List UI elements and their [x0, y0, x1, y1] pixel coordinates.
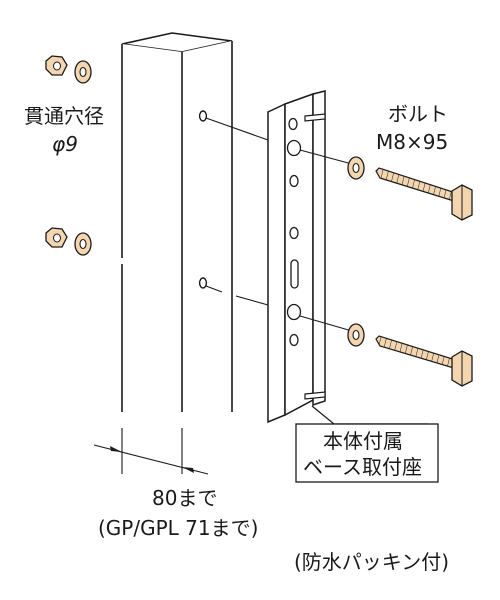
dimension-value: 80まで	[152, 486, 218, 510]
bracket-label-box	[295, 423, 439, 483]
dim-arrow-right	[182, 467, 194, 473]
bracket-label-line1: 本体付属	[323, 429, 403, 453]
bolt-axis-upper	[299, 149, 353, 165]
hole-diameter-value: φ9	[52, 132, 78, 156]
post-front-face	[122, 44, 182, 412]
post-side-face	[182, 41, 232, 412]
bolt-upper	[347, 156, 473, 221]
packing-note: (防水パッキン付)	[294, 550, 450, 574]
through-hole-lower	[198, 277, 208, 289]
bolt-spec: M8×95	[376, 130, 449, 154]
nut-washer-upper	[45, 55, 92, 84]
dim-arrow-left	[110, 446, 122, 452]
guide-line-lower-1	[205, 285, 223, 293]
bolt-title: ボルト	[388, 102, 448, 126]
base-bracket	[267, 90, 326, 424]
guide-line-upper	[205, 117, 269, 141]
hole-diameter-title: 貫通穴径	[24, 104, 104, 128]
nut-washer-lower	[45, 227, 92, 256]
dimension-note: (GP/GPL 71まで)	[98, 516, 259, 540]
through-hole-upper	[198, 110, 208, 122]
bracket-hole-1	[288, 117, 298, 131]
bracket-slot	[290, 259, 299, 289]
bolt-threads	[375, 335, 460, 370]
bracket-hole-4	[289, 226, 299, 240]
bracket-leader-line	[311, 405, 428, 425]
hex-bolt-icon	[451, 184, 473, 221]
hex-bolt-icon	[451, 350, 473, 387]
bolt-lower	[347, 323, 473, 387]
bolt-threads	[375, 167, 460, 203]
width-dimension	[93, 428, 209, 475]
square-post	[121, 32, 233, 412]
bolt-axis-lower	[299, 315, 353, 332]
guide-line-lower-2	[235, 295, 269, 306]
bracket-hole-3	[289, 174, 299, 188]
bracket-label-line2: ベース取付座	[303, 455, 422, 479]
bracket-hole-6	[289, 333, 299, 347]
bracket-hole-2	[286, 139, 302, 157]
bracket-hole-5	[286, 303, 302, 321]
